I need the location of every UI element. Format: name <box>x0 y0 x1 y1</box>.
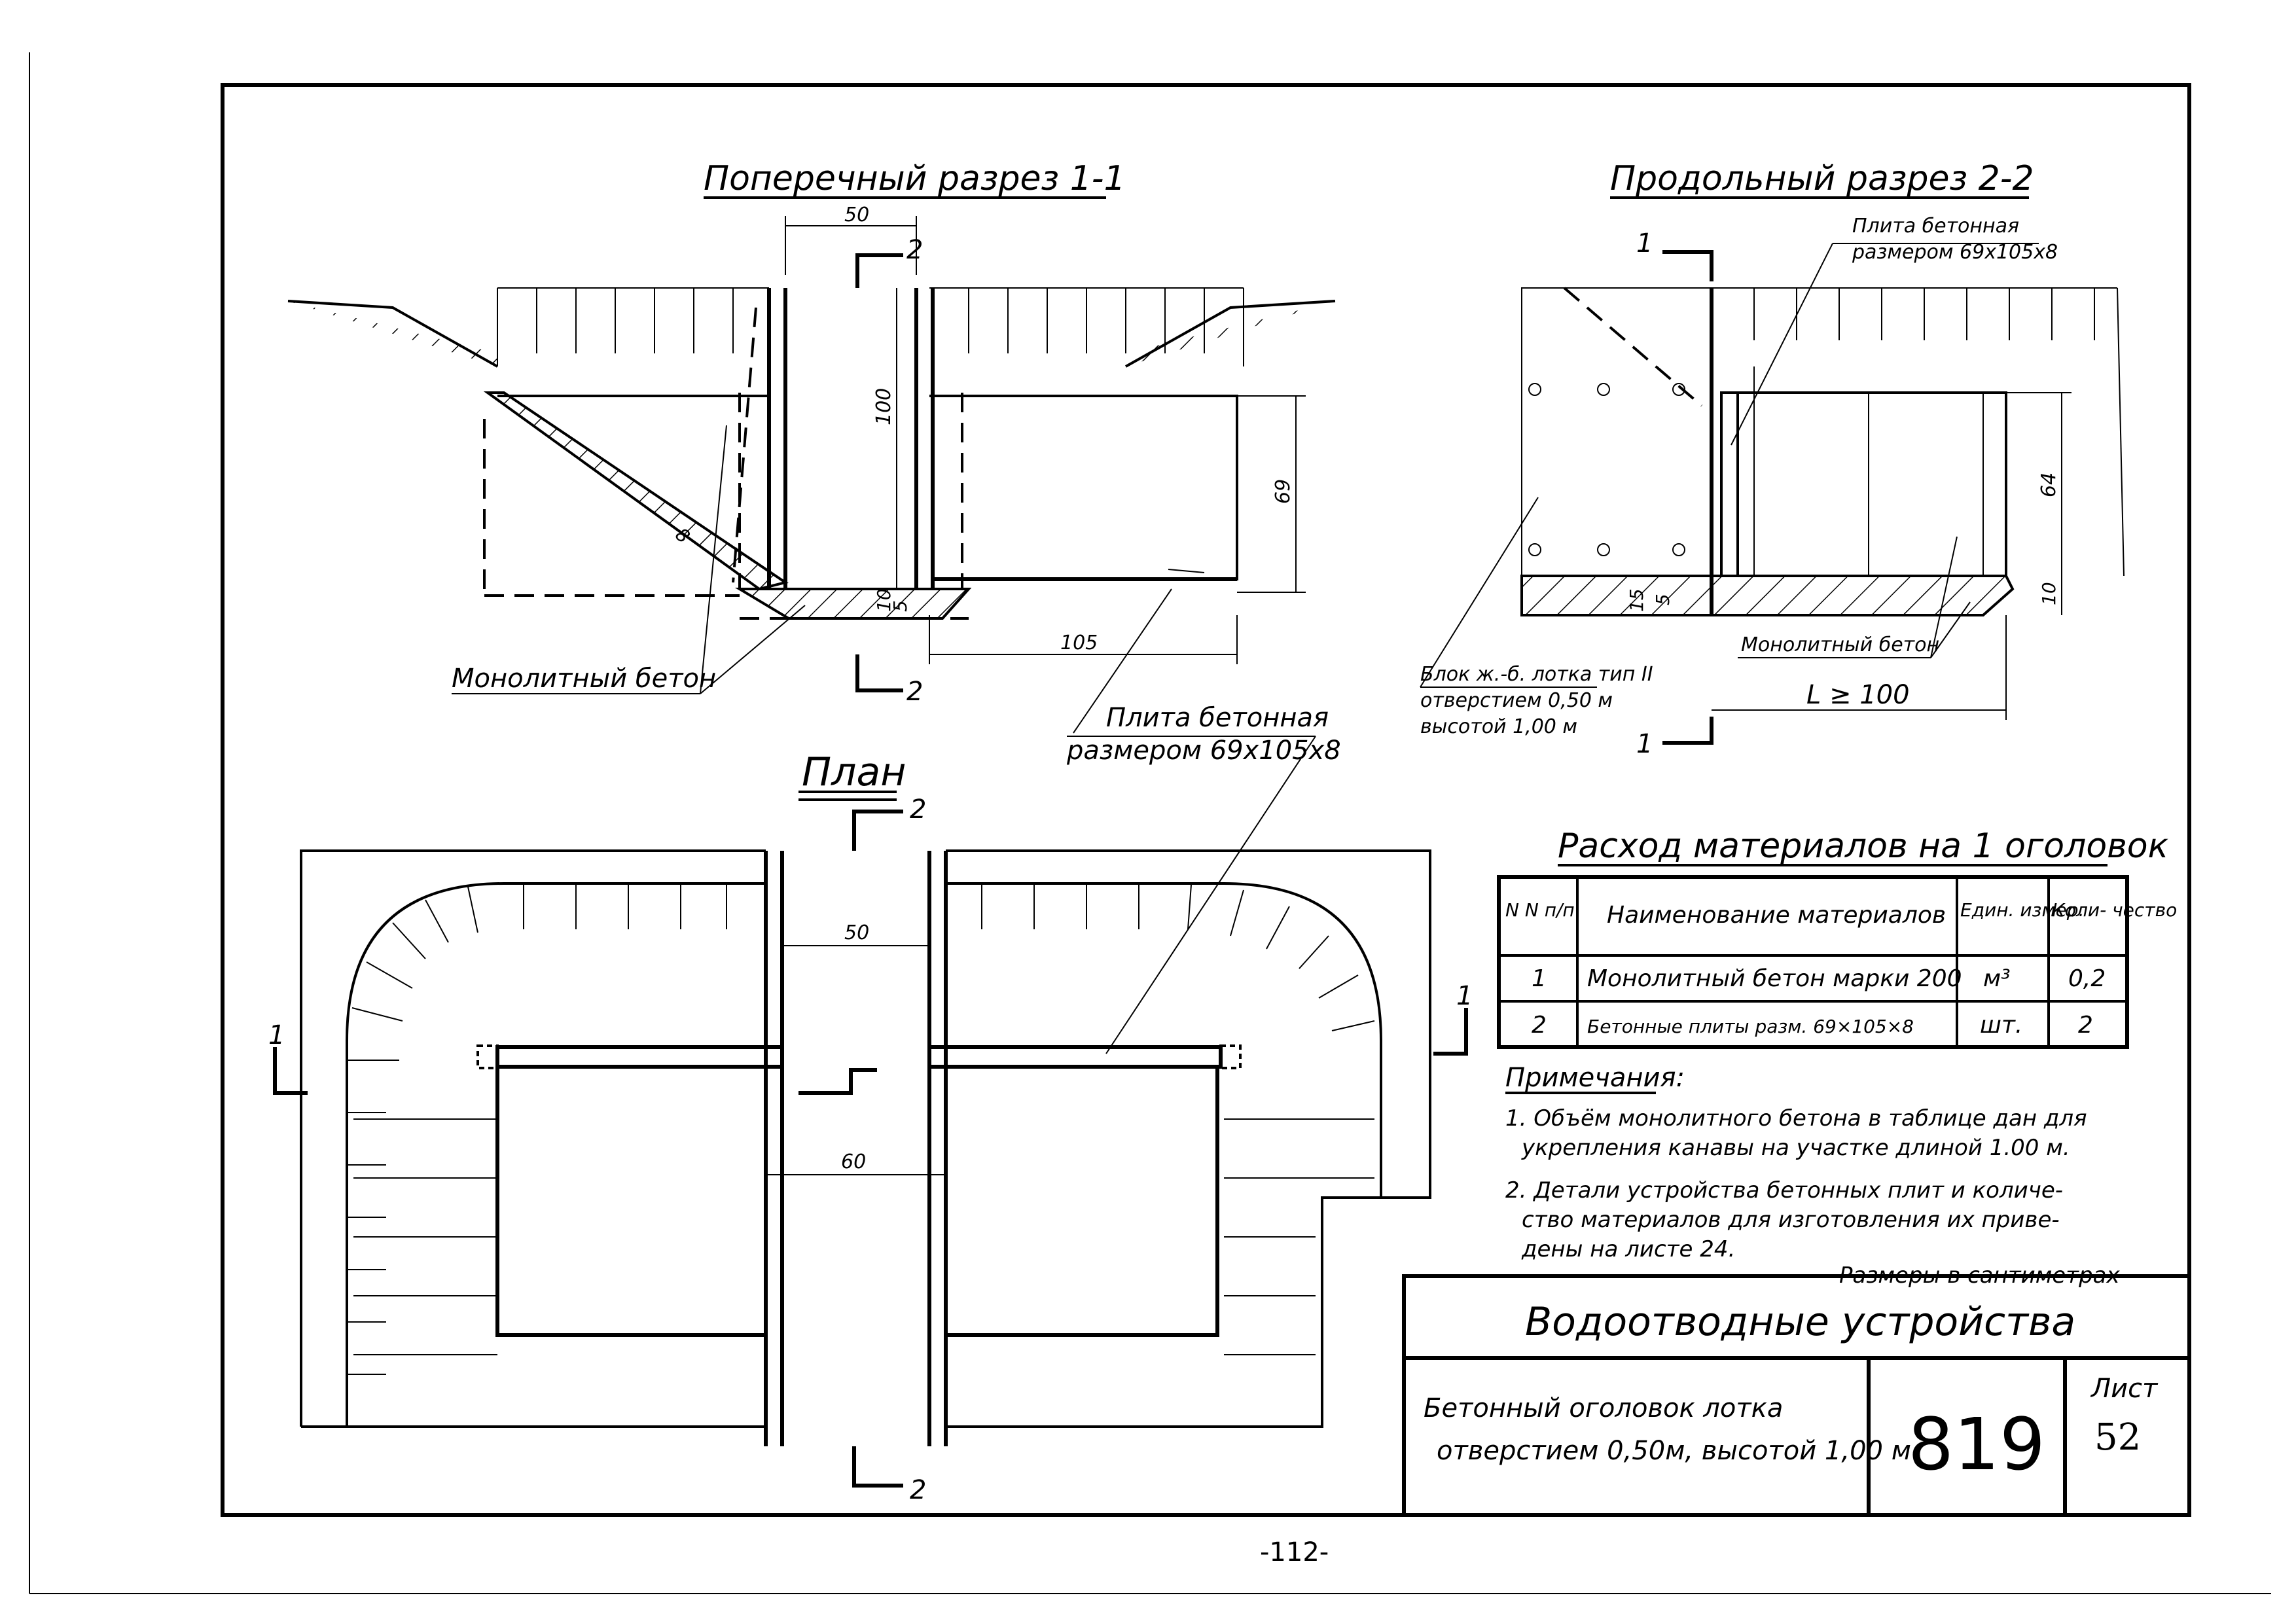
plan-cut-mark-1-right: 1 <box>1456 981 1473 1011</box>
svg-text:Плита бетонная: Плита бетонная <box>1852 215 2019 238</box>
materials-header-num: N N п/п <box>1505 899 1575 921</box>
svg-text:Плита бетонная: Плита бетонная <box>1106 703 1329 733</box>
long-cut-mark-top: 1 <box>1636 228 1653 259</box>
stamp-code: 819 <box>1908 1402 2045 1486</box>
svg-text:Монолитный бетон марки 200: Монолитный бетон марки 200 <box>1587 965 1962 992</box>
block-holes <box>1528 383 1685 556</box>
svg-text:0,2: 0,2 <box>2068 965 2106 992</box>
long-dim-5: 5 <box>1652 594 1674 605</box>
notes-heading: Примечания: <box>1505 1063 1685 1093</box>
cross-dim-width: 50 <box>844 204 869 226</box>
plan-title: План <box>802 749 906 795</box>
stamp-project: Водоотводные устройства <box>1525 1299 2075 1345</box>
page-number: -112- <box>1260 1537 1329 1567</box>
long-cut-mark-bottom: 1 <box>1636 729 1653 759</box>
plan-dim-50: 50 <box>844 921 869 944</box>
svg-text:2. Детали устройства бетонных: 2. Детали устройства бетонных плит и кол… <box>1505 1177 2063 1204</box>
svg-text:1. Объём монолитного бетона в: 1. Объём монолитного бетона в таблице да… <box>1505 1105 2087 1132</box>
cross-dim-plate-height: 69 <box>1272 479 1295 504</box>
materials-title: Расход материалов на 1 оголовок <box>1558 827 2169 866</box>
materials-row-2: 2 Бетонные плиты разм. 69×105×8 шт. 2 <box>1532 1012 2093 1039</box>
svg-text:м³: м³ <box>1983 965 2011 992</box>
plan-cut-mark-2-top: 2 <box>910 794 926 825</box>
longitudinal-section-2-2: Продольный разрез 2-2 64 <box>1420 159 2125 759</box>
long-section-title: Продольный разрез 2-2 <box>1610 159 2034 198</box>
stamp-sheet-number: 52 <box>2094 1416 2141 1459</box>
svg-text:ство материалов для изготовлен: ство материалов для изготовления их прив… <box>1522 1207 2060 1233</box>
svg-text:Бетонные плиты разм. 69×105×8: Бетонные плиты разм. 69×105×8 <box>1587 1016 1914 1037</box>
materials-header-qty: Коли- чество <box>2052 899 2177 921</box>
long-dim-bottom: 10 <box>2038 582 2060 605</box>
plate-callout: Плита бетонная размером 69х105х8 <box>1066 569 1341 1054</box>
plan-cut-mark-2-bottom: 2 <box>910 1475 926 1505</box>
cross-dim-bottom2: 5 <box>889 600 911 612</box>
materials-header-name: Наименование материалов <box>1607 902 1946 929</box>
cross-section-title: Поперечный разрез 1-1 <box>704 159 1126 198</box>
svg-text:дены на листе 24.: дены на листе 24. <box>1521 1236 1735 1262</box>
long-dim-15: 15 <box>1626 588 1647 612</box>
plan-view: План <box>268 749 1473 1505</box>
cross-cut-mark-bottom: 2 <box>906 677 923 707</box>
cross-dim-bottom: 10 <box>873 588 895 612</box>
stamp-desc-line1: Бетонный оголовок лотка <box>1424 1393 1783 1423</box>
long-dim-length: L ≥ 100 <box>1806 680 1910 710</box>
cross-cut-mark-top: 2 <box>906 235 923 265</box>
materials-header-unit: Един. измер. <box>1960 899 2084 921</box>
stamp-desc-line2: отверстием 0,50м, высотой 1,00 м <box>1437 1436 1911 1466</box>
cross-dim-height: 100 <box>872 388 895 425</box>
materials-table: Расход материалов на 1 оголовок N N п/п … <box>1497 827 2177 1049</box>
plan-cut-mark-1-left: 1 <box>268 1020 285 1050</box>
svg-text:высотой 1,00 м: высотой 1,00 м <box>1420 715 1577 738</box>
cross-plate-right <box>931 395 1238 580</box>
notes: Примечания: 1. Объём монолитного бетона … <box>1505 1063 2121 1289</box>
svg-text:отверстием 0,50 м: отверстием 0,50 м <box>1420 689 1613 712</box>
stamp-sheet-label: Лист <box>2090 1374 2159 1404</box>
long-label-concrete: Монолитный бетон <box>1741 633 1939 656</box>
svg-text:2: 2 <box>1532 1012 1547 1039</box>
svg-text:2: 2 <box>2078 1012 2093 1039</box>
svg-text:размером 69х105х8: размером 69х105х8 <box>1066 736 1341 766</box>
svg-text:1: 1 <box>1532 965 1547 992</box>
svg-text:размером 69х105х8: размером 69х105х8 <box>1852 241 2058 264</box>
cross-bottom-concrete <box>734 588 972 620</box>
materials-row-1: 1 Монолитный бетон марки 200 м³ 0,2 <box>1532 965 2106 992</box>
svg-text:укрепления канавы на участке д: укрепления канавы на участке длиной 1.00… <box>1521 1135 2070 1161</box>
cross-label-concrete: Монолитный бетон <box>452 664 716 694</box>
drawing-frame <box>221 83 2191 1517</box>
cross-dim-plate-width: 105 <box>1060 632 1098 654</box>
long-dim-height: 64 <box>2037 473 2060 497</box>
plan-dim-60: 60 <box>841 1150 866 1173</box>
cross-slab-left <box>483 391 789 591</box>
svg-text:шт.: шт. <box>1980 1012 2022 1039</box>
title-block: Водоотводные устройства Бетонный оголово… <box>1402 1274 2191 1517</box>
svg-text:Блок ж.-б. лотка тип II: Блок ж.-б. лотка тип II <box>1420 663 1653 686</box>
cross-section-1-1: Поперечный разрез 1-1 <box>287 159 1336 707</box>
